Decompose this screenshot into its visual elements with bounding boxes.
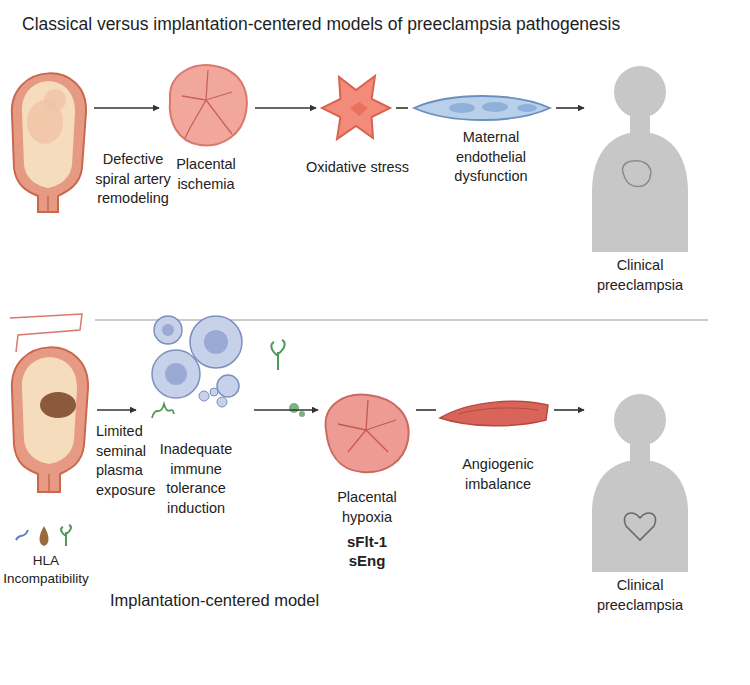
model-label: Implantation-centered model xyxy=(110,590,440,611)
stage-node: Placental hypoxiasFlt-1sEng xyxy=(322,392,412,474)
endothelial-cell xyxy=(414,96,550,120)
placenta-illustration xyxy=(326,395,409,473)
stage-node: Limited seminal plasma exposure xyxy=(5,332,93,494)
node-label: Oxidative stress xyxy=(300,158,415,178)
node-label: Inadequate immune tolerance induction xyxy=(140,440,252,518)
flow-arrow xyxy=(556,107,584,109)
hla-icons xyxy=(16,525,71,546)
flow-arrow xyxy=(254,409,318,411)
stage-node: Placental ischemia xyxy=(163,62,251,150)
stage-node: Oxidative stress xyxy=(320,72,392,144)
patient-silhouette xyxy=(592,394,688,572)
bracket-mark xyxy=(10,314,82,352)
flow-arrow xyxy=(396,107,408,109)
patient-silhouette xyxy=(592,66,688,252)
stage-node: Defective spiral artery remodeling xyxy=(5,58,90,214)
factor-label: HLA Incompatibility xyxy=(0,552,92,587)
divider-line xyxy=(95,319,708,320)
node-label: Limited seminal plasma exposure xyxy=(96,422,162,500)
uterus-illustration xyxy=(12,347,88,492)
stage-node: Maternal endothelial dysfunction xyxy=(412,92,552,126)
flow-arrow xyxy=(255,107,316,109)
flow-arrow xyxy=(554,409,584,411)
node-label: Angiogenic imbalance xyxy=(448,455,548,494)
node-label: Maternal endothelial dysfunction xyxy=(445,128,537,187)
flow-arrow xyxy=(97,409,136,411)
uterus-illustration xyxy=(12,73,86,212)
oxidative-burst xyxy=(322,76,390,139)
placenta-illustration xyxy=(170,65,247,145)
endothelium-band xyxy=(440,401,548,426)
diagram-title: Classical versus implantation-centered m… xyxy=(22,14,620,35)
node-label: Defective spiral artery remodeling xyxy=(88,150,178,209)
marker-label: sEng xyxy=(322,551,412,571)
flow-arrow xyxy=(416,409,436,411)
immune-cells xyxy=(152,316,305,418)
stage-node: Clinical preeclampsia xyxy=(588,392,692,572)
stage-node: Clinical preeclampsia xyxy=(588,55,692,252)
node-label: Clinical preeclampsia xyxy=(588,256,692,295)
flow-arrow xyxy=(94,107,159,109)
node-label: Placental hypoxia xyxy=(322,488,412,527)
stage-node: Angiogenic imbalance xyxy=(440,396,550,428)
node-label: Clinical preeclampsia xyxy=(588,576,692,615)
marker-label: sFlt-1 xyxy=(322,532,412,552)
node-label: Placental ischemia xyxy=(165,155,247,194)
stage-node: Inadequate immune tolerance induction xyxy=(140,312,250,404)
